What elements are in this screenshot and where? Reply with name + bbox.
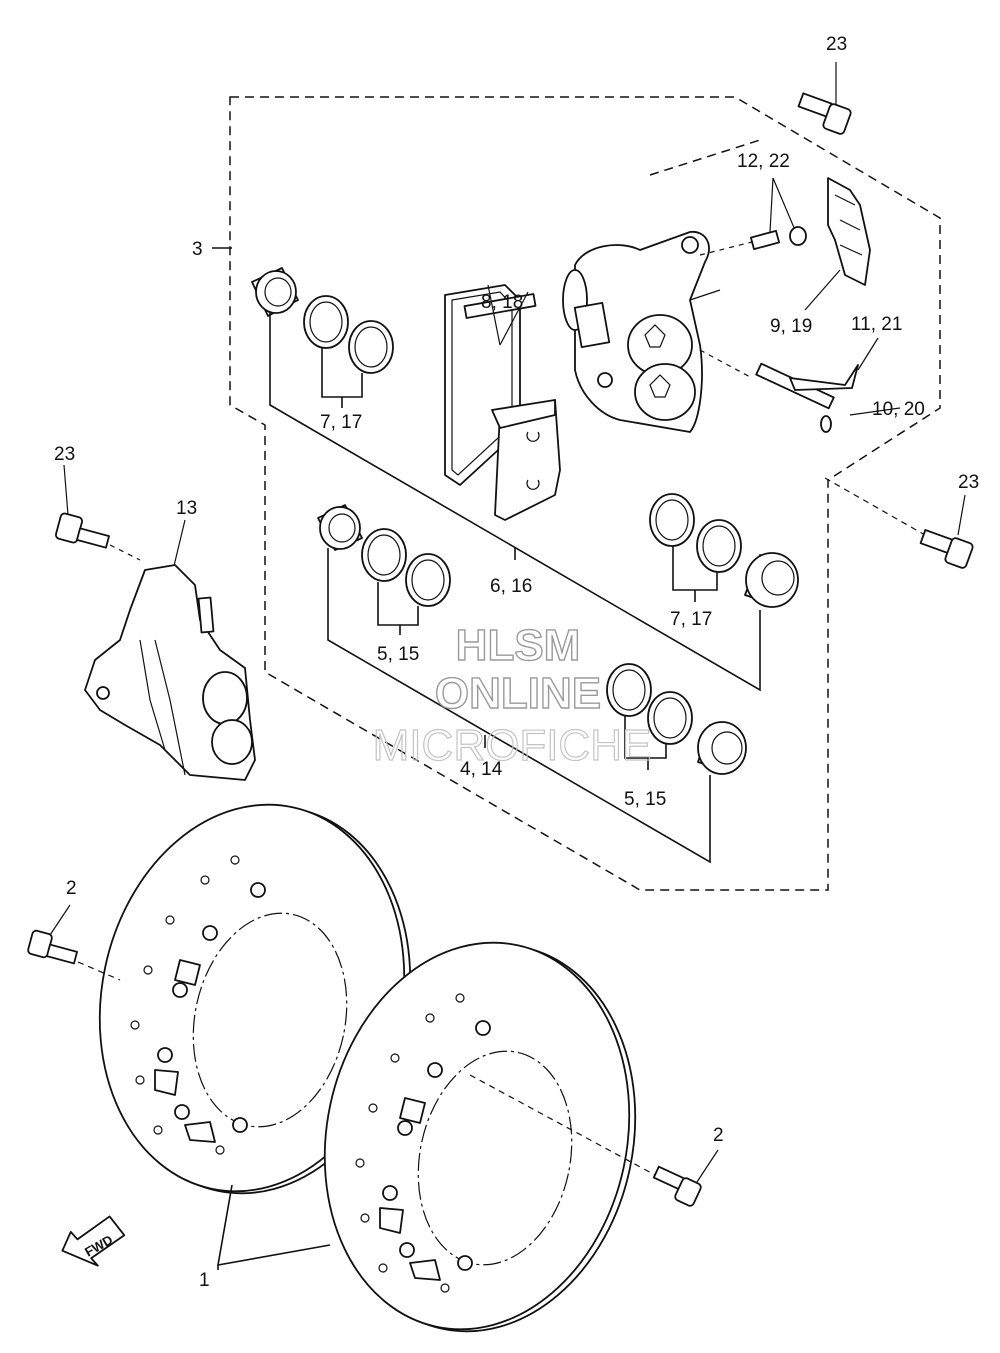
bolt-23-right [824, 477, 974, 569]
brake-pads-8 [444, 284, 561, 521]
piston-seal-bottom-1 [606, 663, 652, 717]
piston-seal-mid-left-1 [361, 528, 407, 582]
piston-mid-right [744, 552, 799, 608]
callout-6-16: 6, 16 [490, 576, 532, 597]
callout-11-21: 11, 21 [851, 314, 902, 335]
piston-bottom-right [697, 721, 747, 775]
disc-bolt-2-right [469, 1074, 719, 1207]
callout-23-top: 23 [826, 34, 847, 55]
callout-3: 3 [192, 239, 203, 260]
leader-4-14 [327, 548, 711, 864]
caliper-body-13 [562, 231, 721, 433]
leader-7-17-mid [672, 546, 718, 602]
piston-seal-mid-2 [696, 519, 742, 573]
boundary-inner-line [649, 139, 761, 176]
callout-7-17-mid: 7, 17 [670, 609, 712, 630]
callout-12-22: 12, 22 [737, 151, 790, 172]
callout-8-18: 8, 18 [481, 292, 523, 313]
callout-2-right: 2 [713, 1125, 724, 1146]
piston-seal-bottom-2 [647, 691, 693, 745]
callout-23-right: 23 [958, 472, 979, 493]
bleed-screw-12 [699, 177, 807, 256]
leader-6-16 [269, 312, 761, 692]
callout-5-15-left: 5, 15 [377, 644, 419, 665]
watermark-line3: MICROFICHE [373, 721, 652, 770]
callout-23-left: 23 [54, 444, 75, 465]
piston-seal-top-2 [348, 320, 394, 374]
disc-bolt-2-left [27, 904, 121, 981]
leader-5-15-left [377, 582, 419, 635]
piston-seal-mid-left-2 [405, 553, 451, 607]
watermark-line1: HLSM [456, 621, 581, 670]
callout-5-15-right: 5, 15 [624, 789, 666, 810]
leader-1 [217, 1184, 331, 1270]
callout-1: 1 [199, 1270, 210, 1291]
piston-seal-mid-1 [649, 493, 695, 547]
fwd-arrow-icon: FWD [61, 1215, 126, 1267]
watermark-line2: ONLINE [435, 669, 601, 718]
pad-pin-10 [699, 349, 901, 433]
callout-9-19: 9, 19 [770, 316, 812, 337]
leader-5-15-right [624, 716, 667, 770]
brake-disc-right [323, 941, 637, 1333]
callout-2-left: 2 [66, 878, 77, 899]
callout-13: 13 [176, 498, 197, 519]
caliper-13 [84, 519, 256, 781]
pad-spring-9 [804, 177, 871, 311]
leader-7-17-top [321, 348, 363, 408]
piston-top-left [251, 267, 299, 317]
pin-clip-11 [789, 337, 879, 391]
bolt-23-top [797, 62, 852, 135]
bolt-23-left [55, 464, 141, 561]
callout-10-20: 10, 20 [872, 399, 925, 420]
piston-seal-top-1 [303, 295, 349, 349]
callout-7-17-top: 7, 17 [320, 412, 362, 433]
callout-4-14: 4, 14 [460, 759, 503, 780]
piston-mid-left [317, 504, 363, 551]
caliper-assembly-boundary [229, 96, 941, 891]
